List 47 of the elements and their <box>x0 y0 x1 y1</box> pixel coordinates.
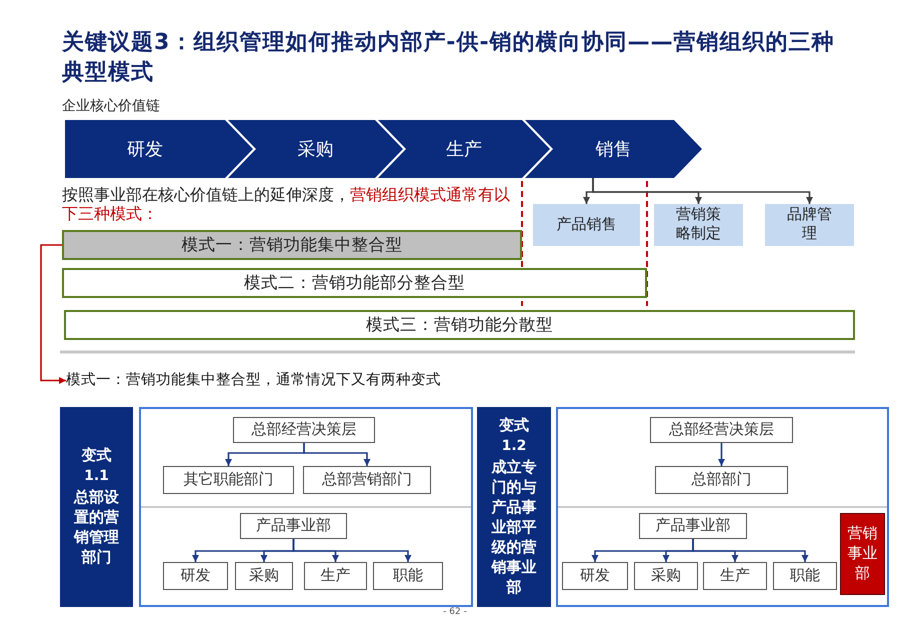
mode-bar: 模式一：营销功能集中整合型 <box>62 230 522 260</box>
org-unit-box: 总部经营决策层 <box>650 417 793 443</box>
connector-arrow <box>692 539 808 562</box>
sales-function-box: 产品销售 <box>533 204 640 246</box>
variant-description: 总部设置的营销管理部门 <box>72 488 120 568</box>
connector-arrow <box>40 244 66 384</box>
connector-arrow <box>592 178 813 204</box>
org-unit-box: 职能 <box>773 562 837 590</box>
variant-intro-text: 模式一：营销功能集中整合型，通常情况下又有两种变式 <box>66 371 506 390</box>
marketing-division-box: 营销事业部 <box>840 513 885 595</box>
mode-bar: 模式二：营销功能部分整合型 <box>62 268 647 298</box>
section-label: 企业核心价值链 <box>62 98 161 116</box>
variant-heading: 变式 <box>499 416 529 436</box>
org-unit-box: 生产 <box>703 562 767 590</box>
org-unit-box: 采购 <box>235 562 293 590</box>
variant-heading: 变式 <box>82 446 112 466</box>
org-unit-box: 采购 <box>634 562 698 590</box>
sales-function-box: 品牌管理 <box>765 204 854 246</box>
page-number: - 62 - <box>442 607 468 617</box>
org-unit-box: 总部部门 <box>655 466 788 494</box>
org-chart-frame <box>556 407 889 607</box>
title-text: 关键议题3：组织管理如何推动内部产-供-销的横向协同——营销组织的三种典型模式 <box>62 29 836 87</box>
mode-bar: 模式三：营销功能分散型 <box>64 310 855 340</box>
value-chain-stage: 销售 <box>525 120 702 178</box>
org-unit-box: 总部经营决策层 <box>233 417 375 443</box>
variant-number: 1.2 <box>502 437 526 456</box>
connector-arrow <box>292 539 412 562</box>
connector-arrow <box>303 443 370 466</box>
variant-description: 成立专门的与产品事业部平级的营销事业部 <box>490 458 538 598</box>
org-unit-box: 职能 <box>373 562 443 590</box>
org-unit-box: 研发 <box>562 562 628 590</box>
variant-panel <box>477 407 551 607</box>
description-text: 按照事业部在核心价值链上的延伸深度，营销组织模式通常有以下三种模式： <box>62 186 511 224</box>
variant-panel <box>60 407 133 607</box>
variant-number: 1.1 <box>84 467 109 486</box>
value-chain-stage: 采购 <box>228 120 403 178</box>
org-chart-frame <box>139 407 473 607</box>
value-chain-stage: 生产 <box>378 120 550 178</box>
org-unit-box: 其它职能部门 <box>163 466 294 494</box>
org-unit-box: 总部营销部门 <box>303 466 431 494</box>
org-unit-box: 产品事业部 <box>639 513 747 539</box>
org-unit-box: 产品事业部 <box>240 513 347 539</box>
value-chain-stage: 研发 <box>65 120 253 178</box>
sales-function-box: 营销策略制定 <box>654 204 743 246</box>
org-unit-box: 研发 <box>163 562 228 590</box>
org-unit-box: 生产 <box>304 562 367 590</box>
connector-arrow <box>718 443 725 466</box>
